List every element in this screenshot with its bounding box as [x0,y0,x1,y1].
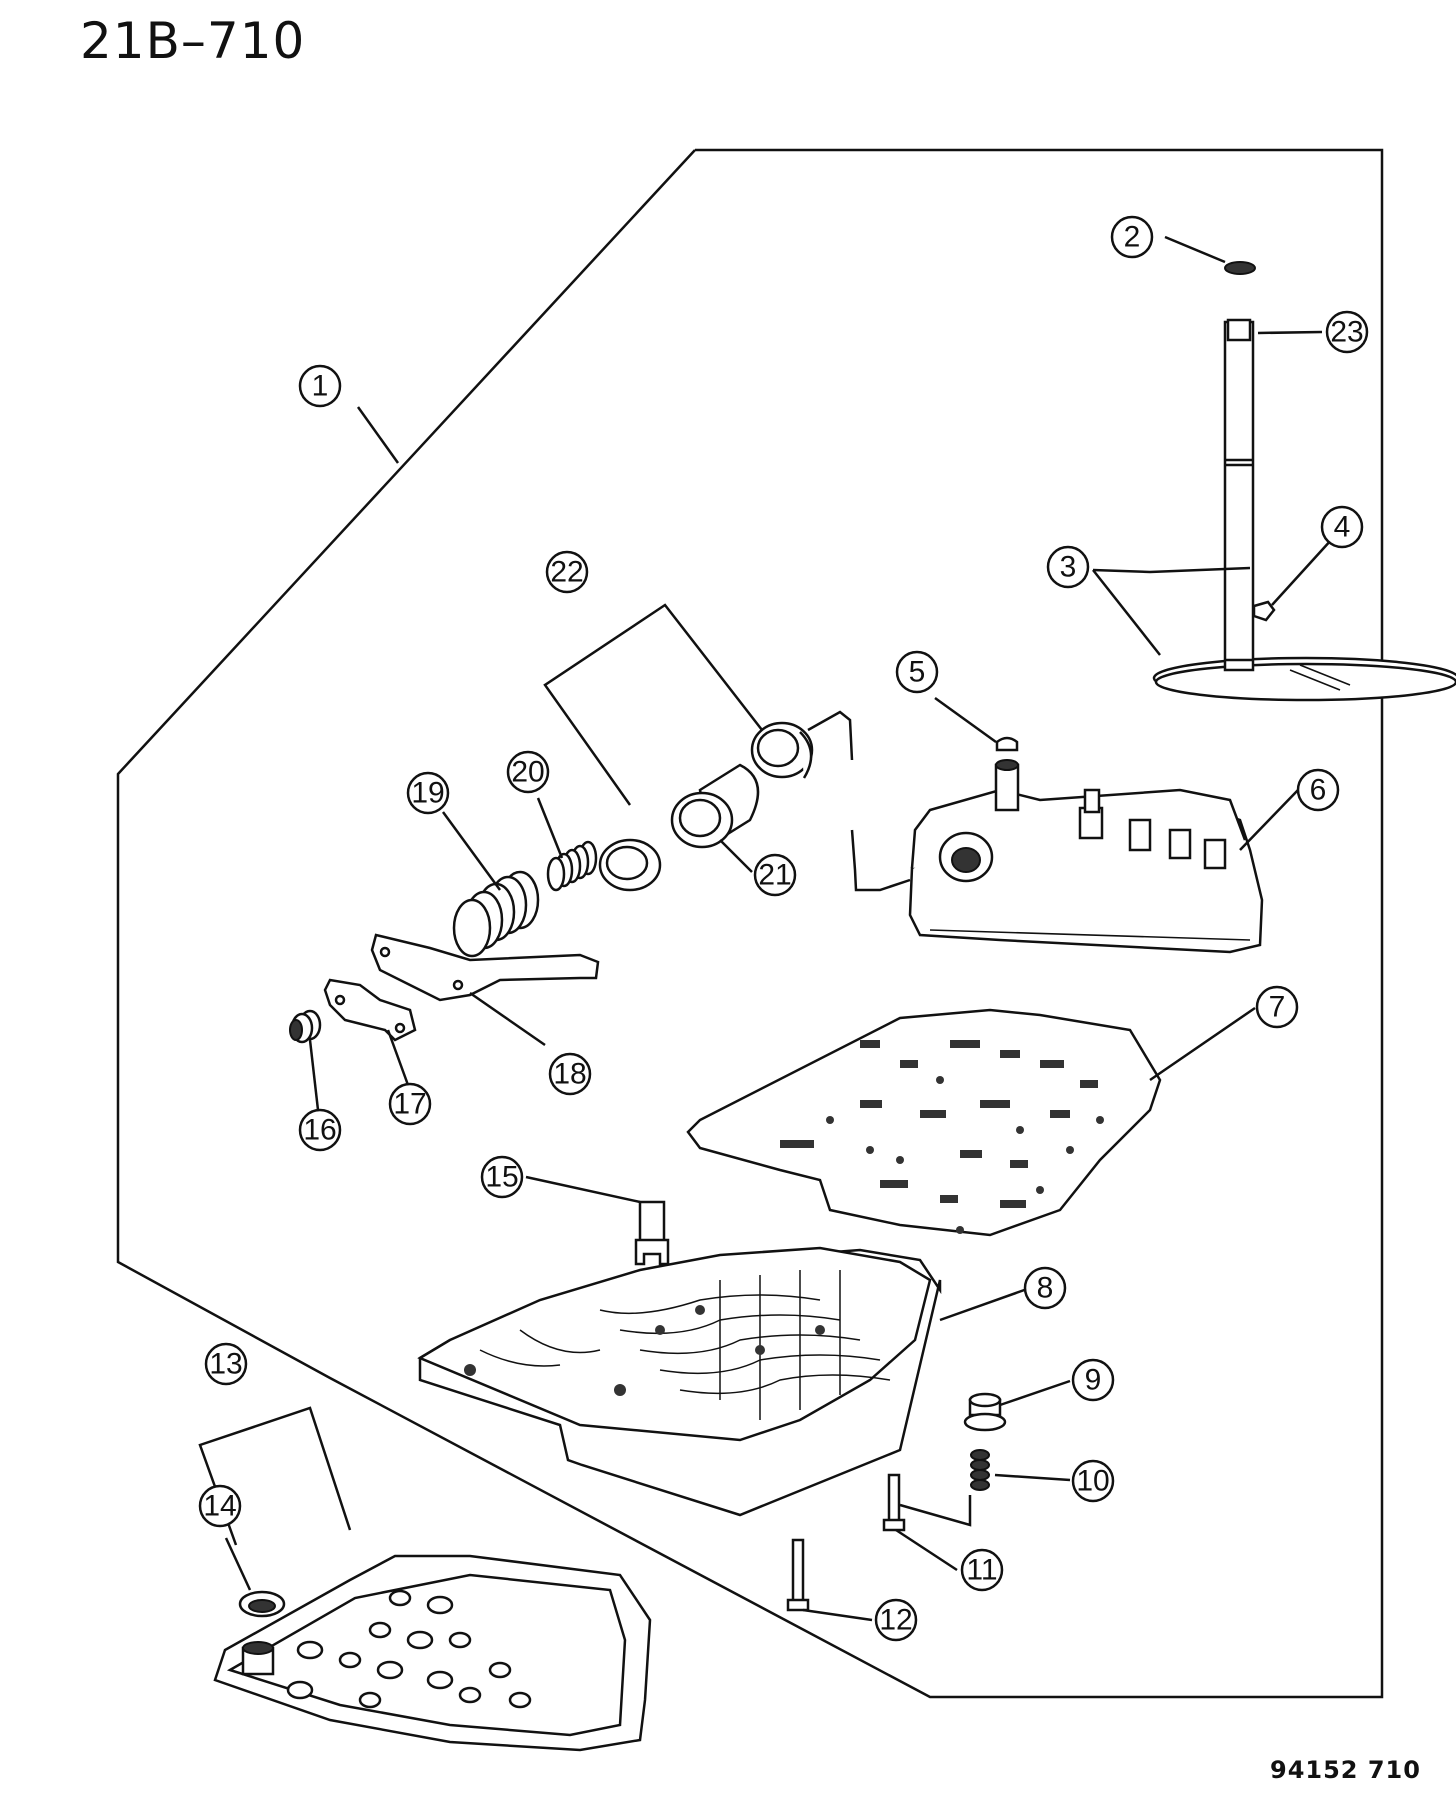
callout-2-label: 2 [1124,221,1141,254]
valve-body-pin [634,1200,670,1266]
callout-20: 20 [506,750,550,794]
pressure-plug [963,1392,1007,1432]
filter-seal [238,1590,286,1618]
callout-1: 1 [298,364,342,408]
regulator-spring [970,1449,990,1491]
spring-to-screw-line [899,1495,972,1527]
callout-19-label: 19 [411,777,444,810]
callout-4: 4 [1320,505,1364,549]
callout-13: 13 [204,1342,248,1386]
callout-13-label: 13 [209,1348,242,1381]
callout-16-label: 16 [303,1114,336,1147]
callout-23-label: 23 [1330,316,1363,349]
callout-16: 16 [298,1108,342,1152]
callout-7: 7 [1255,985,1299,1029]
callout-15-label: 15 [485,1161,518,1194]
callout-6: 6 [1296,768,1340,812]
accumulator-ring-upper [750,721,814,779]
separator-plate [686,1008,1162,1237]
detent-bracket [323,978,417,1042]
callout-3: 3 [1046,545,1090,589]
callout-2: 2 [1110,215,1154,259]
callout-8-label: 8 [1037,1272,1054,1305]
callout-6-label: 6 [1310,774,1327,807]
callout-17: 17 [388,1082,432,1126]
drawing-reference-code: 94152 710 [1270,1756,1421,1784]
callout-9-label: 9 [1085,1364,1102,1397]
callout-12-label: 12 [879,1604,912,1637]
accumulator-spring-large [452,870,540,958]
accumulator-piston [670,763,760,849]
check-plug [995,736,1019,752]
callout-20-label: 20 [511,756,544,789]
callout-21: 21 [753,853,797,897]
shaft-cap-seal [1224,261,1256,275]
callout-9: 9 [1071,1358,1115,1402]
shaft-retaining-clip [1252,600,1276,622]
assembly-guide-line [807,710,854,761]
oil-filter [213,1554,652,1752]
page-title: 21B–710 [80,12,306,70]
callout-23: 23 [1325,310,1369,354]
accumulator-spring-small [546,840,598,892]
short-screw [882,1473,906,1532]
valve-body-lower [417,1246,942,1517]
callout-10: 10 [1071,1459,1115,1503]
callout-7-label: 7 [1269,991,1286,1024]
callout-5: 5 [895,650,939,694]
callout-5-label: 5 [909,656,926,689]
callout-21-label: 21 [758,859,791,892]
callout-8: 8 [1023,1266,1067,1310]
detent-spring [289,1009,322,1044]
callout-1-label: 1 [312,370,329,403]
callout-3-label: 3 [1060,551,1077,584]
valve-body-upper [908,759,1264,954]
callout-22-label: 22 [550,556,583,589]
callout-19: 19 [406,771,450,815]
callout-14: 14 [198,1484,242,1528]
accumulator-ring-lower [598,838,662,892]
assembly-boundary [116,148,1384,1699]
callout-12: 12 [874,1598,918,1642]
callout-15: 15 [480,1155,524,1199]
callout-11: 11 [960,1548,1004,1592]
callout-10-label: 10 [1076,1465,1109,1498]
callout-22: 22 [545,550,589,594]
long-screw [786,1538,810,1612]
assembly-guide-line-lower [850,829,911,892]
bracket-22 [543,603,763,806]
detent-lever [370,933,600,1002]
callout-18-label: 18 [553,1058,586,1091]
callout-14-label: 14 [203,1490,236,1523]
callout-4-label: 4 [1334,511,1351,544]
callout-18: 18 [548,1052,592,1096]
callout-17-label: 17 [393,1088,426,1121]
manual-shaft-assembly [1152,318,1456,702]
callout-11-label: 11 [966,1554,997,1587]
